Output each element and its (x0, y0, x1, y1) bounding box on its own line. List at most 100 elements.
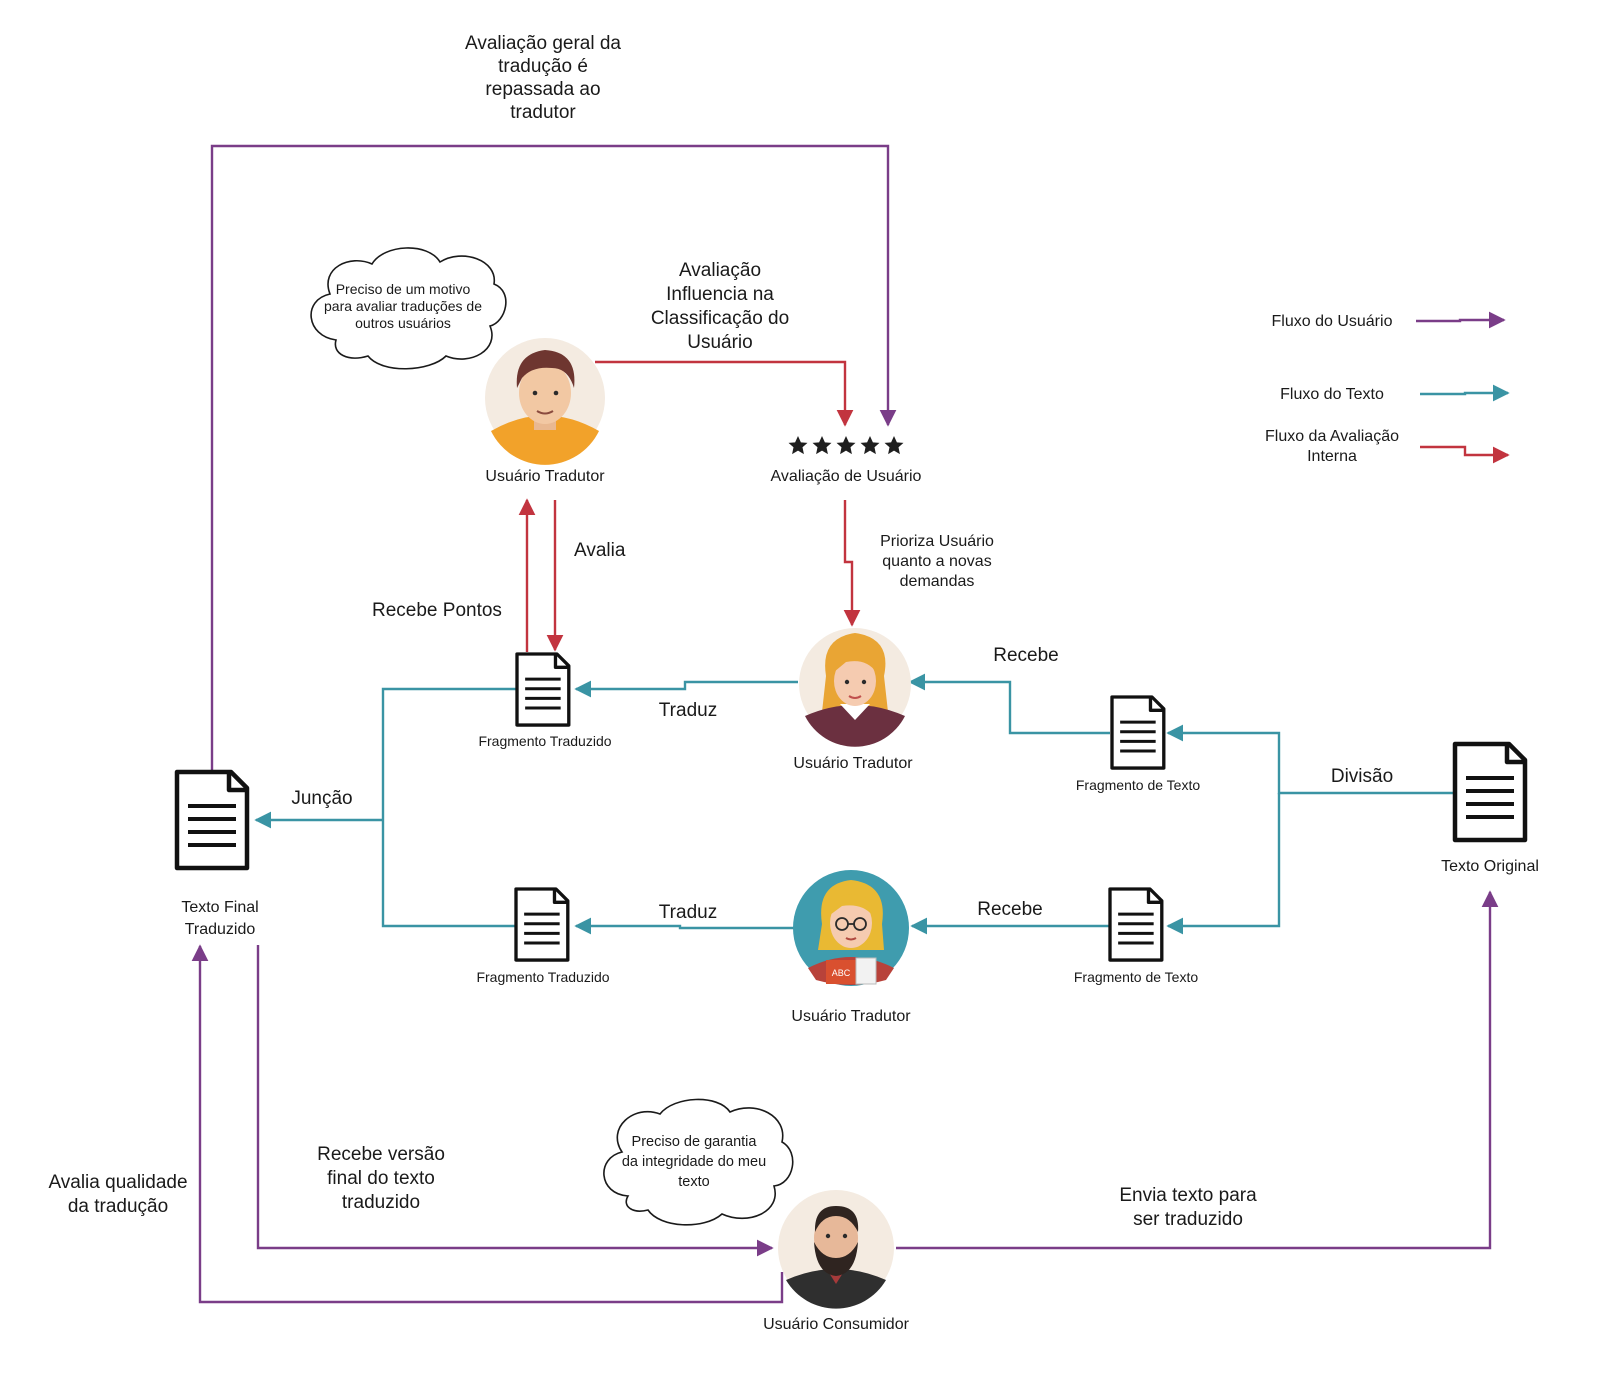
label-influencia-line1: Avaliação (679, 260, 761, 281)
document-icon (1110, 695, 1166, 770)
fragmento-traduzido-bottom-node[interactable]: Fragmento Traduzido (476, 887, 610, 985)
label-traduz-top: Traduz (659, 700, 717, 721)
label-envia-texto-line2: ser traduzido (1133, 1209, 1243, 1230)
book-abc-icon: ABC (832, 968, 851, 978)
label-avalia: Avalia (574, 540, 626, 561)
edge-recebe-top (908, 673, 1110, 735)
label-prioriza-line1: Prioriza Usuário (880, 533, 994, 550)
five-stars-rating-icon (788, 436, 904, 455)
label-avaliacao-geral-line3: repassada ao (485, 79, 600, 100)
thought-tradutor-line2: para avaliar traduções de (324, 298, 482, 314)
legend-eval-flow-label-line1: Fluxo da Avaliação (1265, 428, 1399, 445)
document-icon (1455, 744, 1525, 840)
avaliacao-usuario-node[interactable]: Avaliação de Usuário (771, 436, 922, 485)
usuario-tradutor-bottom-label: Usuário Tradutor (791, 1008, 911, 1025)
edge-envia-texto (896, 890, 1499, 1250)
label-avaliacao-geral-line4: tradutor (510, 102, 576, 123)
fragmento-traduzido-top-label: Fragmento Traduzido (478, 733, 611, 749)
edge-juncao-bottom (381, 820, 516, 928)
usuario-tradutor-mid-label: Usuário Tradutor (793, 755, 913, 772)
usuario-consumidor-node[interactable]: Usuário Consumidor (763, 1190, 910, 1333)
label-avaliacao-geral-line2: tradução é (498, 56, 588, 77)
edge-divisao-top (1166, 724, 1455, 795)
legend-eval-flow-line (1420, 445, 1510, 464)
fragmento-texto-top-label: Fragmento de Texto (1076, 777, 1200, 793)
label-prioriza-line3: demandas (900, 573, 975, 590)
bearded-consumer-avatar-icon (778, 1190, 894, 1309)
edge-avaliacao-geral (210, 144, 897, 778)
edge-divisao-bottom (1166, 793, 1281, 935)
label-influencia-line3: Classificação do (651, 308, 789, 329)
avaliacao-usuario-label: Avaliação de Usuário (771, 468, 922, 485)
thought-bubble-tradutor: Preciso de um motivo para avaliar traduç… (310, 247, 507, 370)
legend-user-flow-line (1416, 311, 1506, 329)
thought-cloud-shape (603, 1098, 794, 1226)
label-prioriza-line2: quanto a novas (882, 553, 991, 570)
thought-bubble-consumidor: Preciso de garantia da integridade do me… (603, 1098, 794, 1226)
texto-final-label-line1: Texto Final (181, 899, 258, 916)
legend-text-flow-line (1420, 384, 1510, 402)
texto-original-node[interactable]: Texto Original (1441, 744, 1539, 875)
edge-influencia (595, 360, 854, 427)
glasses-translator-avatar-icon: ABC (793, 870, 909, 986)
thought-tradutor-line1: Preciso de um motivo (336, 281, 471, 297)
document-icon (1108, 887, 1164, 962)
thought-tradutor-line3: outros usuários (355, 315, 451, 331)
usuario-consumidor-label: Usuário Consumidor (763, 1316, 910, 1333)
label-traduz-bottom: Traduz (659, 902, 717, 923)
label-recebe-bottom: Recebe (977, 899, 1043, 920)
usuario-tradutor-mid-node[interactable]: Usuário Tradutor (793, 628, 913, 772)
user-flow-edges (191, 144, 1499, 1304)
legend-text-flow-label: Fluxo do Texto (1280, 386, 1384, 403)
label-divisao: Divisão (1331, 766, 1393, 787)
female-translator-avatar-icon (799, 628, 911, 747)
document-icon (514, 887, 570, 962)
document-icon (515, 652, 571, 727)
texto-final-label-line2: Traduzido (185, 921, 256, 938)
edge-recebe-versao (256, 945, 774, 1257)
thought-cloud-shape (310, 247, 507, 370)
texto-original-label: Texto Original (1441, 858, 1539, 875)
edge-traduz-top (574, 680, 798, 698)
usuario-tradutor-top-label: Usuário Tradutor (485, 468, 605, 485)
fragmento-texto-bottom-label: Fragmento de Texto (1074, 969, 1198, 985)
label-influencia-line4: Usuário (687, 332, 752, 353)
label-recebe-pontos: Recebe Pontos (372, 600, 502, 621)
fragmento-traduzido-bottom-label: Fragmento Traduzido (476, 969, 609, 985)
legend-eval-flow-label-line2: Interna (1307, 448, 1357, 465)
label-avalia-qualidade-line2: da tradução (68, 1196, 168, 1217)
label-envia-texto-line1: Envia texto para (1119, 1185, 1257, 1206)
label-recebe-versao-line1: Recebe versão (317, 1144, 445, 1165)
fragmento-texto-bottom-node[interactable]: Fragmento de Texto (1074, 887, 1198, 985)
label-recebe-top: Recebe (993, 645, 1059, 666)
label-recebe-versao-line2: final do texto (327, 1168, 435, 1189)
label-avaliacao-geral-line1: Avaliação geral da (465, 33, 621, 54)
label-recebe-versao-line3: traduzido (342, 1192, 420, 1213)
edge-labels: Avaliação geral da tradução é repassada … (48, 33, 1393, 1230)
label-juncao: Junção (291, 788, 352, 809)
label-avalia-qualidade-line1: Avalia qualidade (48, 1172, 187, 1193)
label-influencia-line2: Influencia na (666, 284, 774, 305)
text-flow-edges (254, 673, 1455, 935)
legend-user-flow: Fluxo do Usuário (1272, 311, 1506, 330)
edge-avalia-qualidade (191, 944, 784, 1304)
document-icon (177, 772, 247, 868)
legend-user-flow-label: Fluxo do Usuário (1272, 313, 1393, 330)
thought-consumidor-line2: da integridade do meu (622, 1154, 766, 1170)
legend: Fluxo do Usuário Fluxo do Texto Fluxo da… (1265, 311, 1510, 465)
thought-consumidor-line1: Preciso de garantia (632, 1134, 758, 1150)
edge-juncao-top (381, 687, 516, 820)
usuario-tradutor-top-node[interactable]: Usuário Tradutor (485, 338, 605, 485)
edge-prioriza (843, 500, 861, 627)
edge-traduz-bottom (574, 917, 794, 935)
male-translator-avatar-icon (485, 338, 605, 465)
legend-eval-flow: Fluxo da Avaliação Interna (1265, 428, 1510, 465)
legend-text-flow: Fluxo do Texto (1280, 384, 1510, 403)
eval-flow-edges (518, 360, 861, 652)
texto-final-node[interactable]: Texto Final Traduzido (177, 772, 259, 938)
fragmento-traduzido-top-node[interactable]: Fragmento Traduzido (478, 652, 612, 749)
thought-consumidor-line3: texto (678, 1174, 709, 1190)
usuario-tradutor-bottom-node[interactable]: ABC Usuário Tradutor (791, 870, 911, 1025)
fragmento-texto-top-node[interactable]: Fragmento de Texto (1076, 695, 1200, 793)
